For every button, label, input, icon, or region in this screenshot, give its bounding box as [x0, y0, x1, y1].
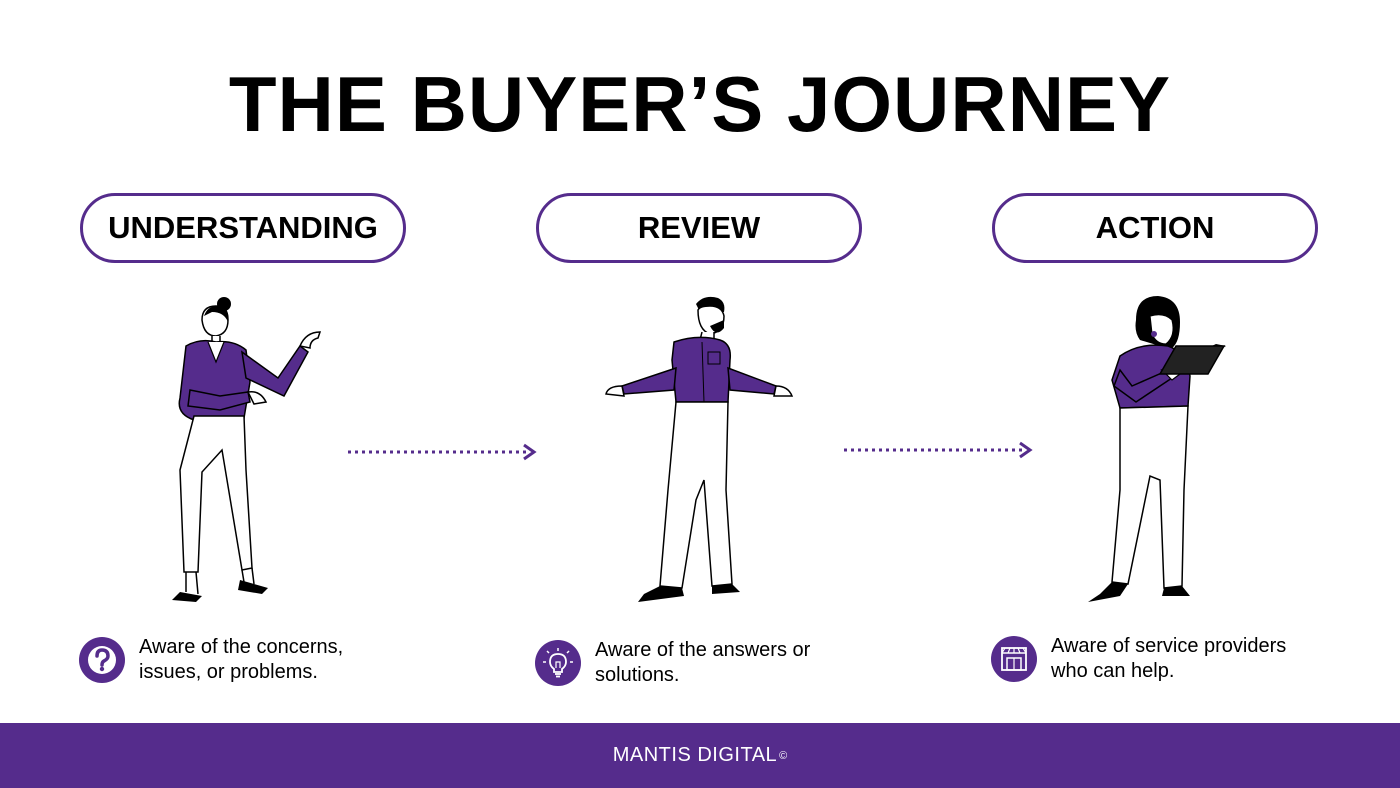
stage-action-description: Aware of service providers who can help.: [991, 634, 1331, 684]
stage-review-text: Aware of the answers or solutions.: [595, 638, 875, 688]
arrow-review-to-action: [844, 441, 1033, 459]
stage-action-text-line2: who can help.: [1051, 660, 1175, 682]
footer-bar: MANTIS DIGITAL ©: [0, 723, 1400, 788]
presenting-woman-illustration: [172, 297, 322, 602]
stage-review-text-line2: solutions.: [595, 664, 680, 686]
stage-understanding-description: Aware of the concerns, issues, or proble…: [79, 635, 419, 685]
storefront-icon: [991, 636, 1037, 682]
stage-understanding-text: Aware of the concerns, issues, or proble…: [139, 635, 419, 685]
stage-review-label: REVIEW: [637, 210, 761, 245]
stage-understanding-text-line1: Aware of the concerns,: [139, 636, 344, 658]
stage-understanding-pill: UNDERSTANDING: [80, 193, 406, 263]
stage-action-text-line1: Aware of service providers: [1051, 635, 1287, 657]
footer-copyright-mark: ©: [779, 749, 788, 762]
stage-review-text-line1: Aware of the answers or: [595, 639, 811, 661]
question-icon: [79, 637, 125, 683]
footer-brand: MANTIS DIGITAL: [612, 744, 778, 766]
stage-action-text: Aware of service providers who can help.: [1051, 634, 1331, 684]
stage-understanding-label: UNDERSTANDING: [108, 210, 378, 245]
arrow-understanding-to-review: [348, 443, 537, 461]
stage-action-pill: ACTION: [992, 193, 1318, 263]
stage-action-label: ACTION: [1095, 210, 1215, 245]
stage-review-description: Aware of the answers or solutions.: [535, 638, 875, 688]
stage-review-pill: REVIEW: [536, 193, 862, 263]
woman-with-laptop-illustration: [1088, 296, 1226, 602]
stage-understanding-text-line2: issues, or problems.: [139, 661, 318, 683]
shrugging-man-illustration: [605, 296, 794, 602]
lightbulb-icon: [535, 640, 581, 686]
page-title: THE BUYER’S JOURNEY: [228, 60, 1172, 148]
